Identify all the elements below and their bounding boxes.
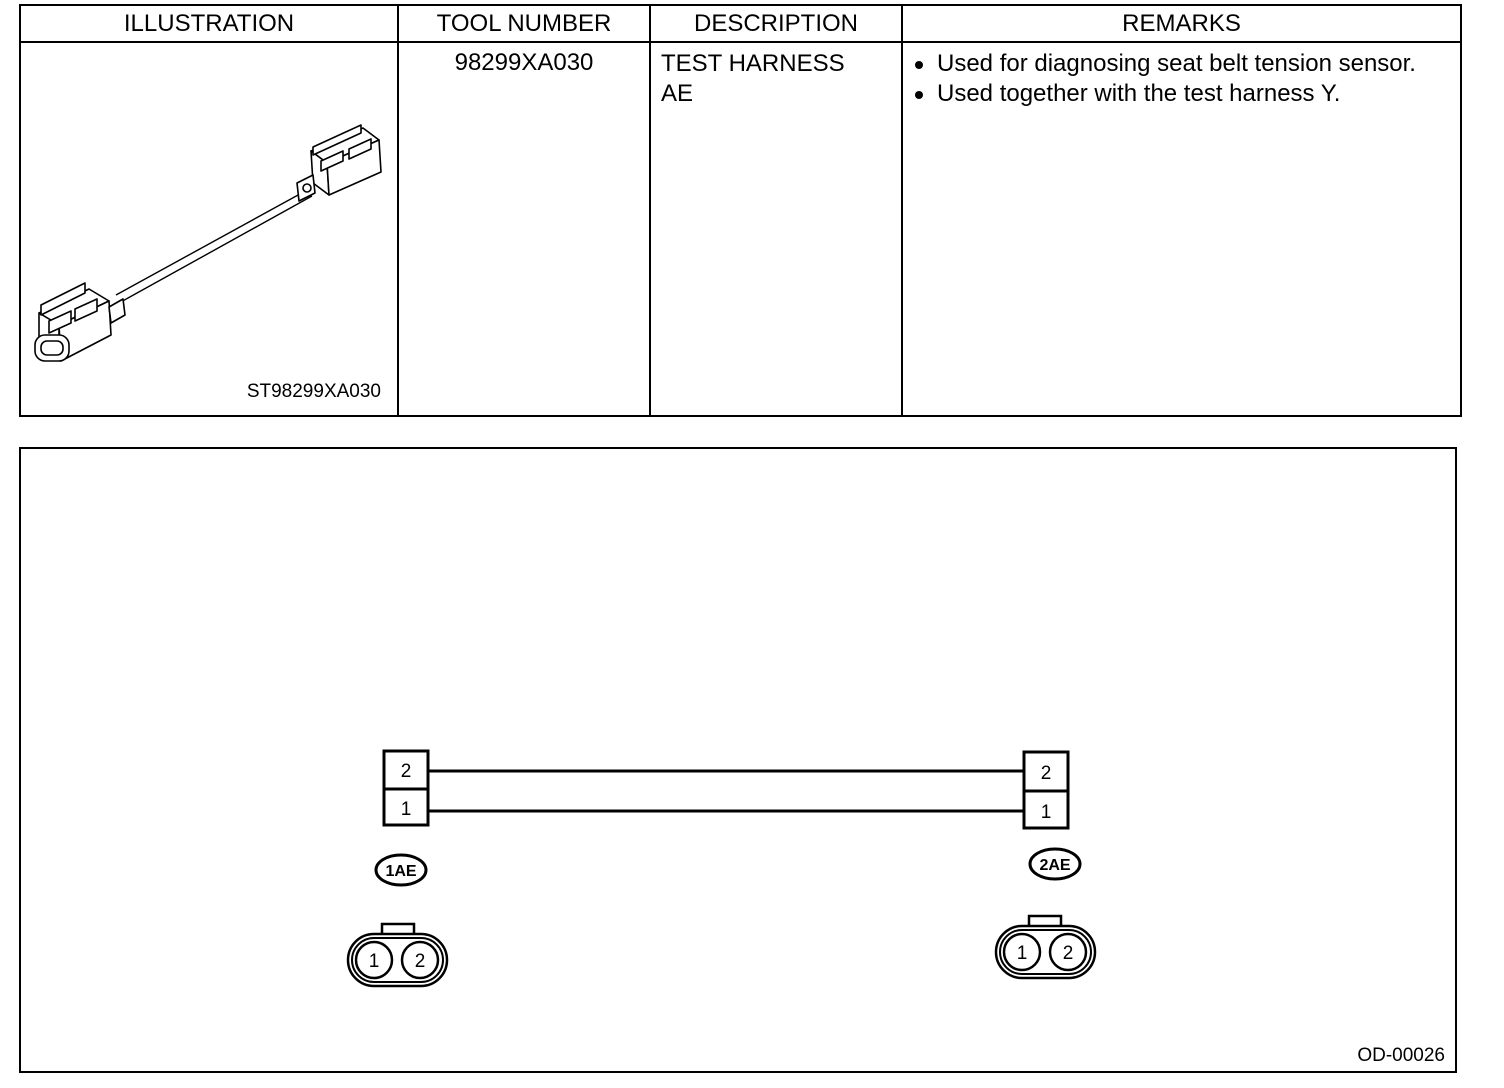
table-row: ST98299XA030 98299XA030 TEST HARNESS AE … bbox=[19, 41, 1462, 417]
description-line: TEST HARNESS bbox=[661, 50, 845, 77]
remarks-cell: Used for diagnosing seat belt tension se… bbox=[901, 41, 1462, 417]
test-harness-illustration bbox=[34, 124, 382, 362]
tool-number-cell: 98299XA030 bbox=[397, 41, 651, 417]
special-tool-table: ILLUSTRATION TOOL NUMBER DESCRIPTION REM… bbox=[19, 4, 1462, 417]
header-description: DESCRIPTION bbox=[649, 4, 903, 43]
wiring-diagram: 2 1 2 1 1AE 2AE 1 2 bbox=[19, 447, 1457, 1073]
header-illustration: ILLUSTRATION bbox=[19, 4, 399, 43]
description-cell: TEST HARNESS AE bbox=[649, 41, 903, 417]
description-line: AE bbox=[661, 80, 694, 107]
left-face-pin-1: 1 bbox=[369, 951, 380, 972]
left-pin-1: 1 bbox=[401, 799, 412, 820]
left-connector-id: 1AE bbox=[385, 863, 416, 880]
right-face-pin-2: 2 bbox=[1063, 943, 1074, 964]
left-terminal-block: 2 1 bbox=[382, 749, 430, 827]
figure-code: OD-00026 bbox=[1357, 1045, 1445, 1066]
remark-item: Used for diagnosing seat belt tension se… bbox=[911, 49, 1452, 79]
left-connector-face: 1 2 bbox=[346, 922, 449, 988]
right-connector-label: 2AE bbox=[1028, 847, 1082, 881]
illustration-code: ST98299XA030 bbox=[246, 381, 381, 402]
right-face-pin-1: 1 bbox=[1017, 943, 1028, 964]
right-connector-face: 1 2 bbox=[994, 914, 1097, 980]
header-remarks: REMARKS bbox=[901, 4, 1462, 43]
left-connector-label: 1AE bbox=[374, 853, 428, 887]
right-pin-2: 2 bbox=[1041, 763, 1052, 784]
table-header-row: ILLUSTRATION TOOL NUMBER DESCRIPTION REM… bbox=[19, 4, 1462, 43]
left-pin-2: 2 bbox=[401, 761, 412, 782]
left-face-pin-2: 2 bbox=[415, 951, 426, 972]
header-tool-number: TOOL NUMBER bbox=[397, 4, 651, 43]
illustration-cell: ST98299XA030 bbox=[19, 41, 399, 417]
right-pin-1: 1 bbox=[1041, 802, 1052, 823]
right-terminal-block: 2 1 bbox=[1022, 750, 1070, 830]
harness-schematic: 2 1 2 1 1AE 2AE 1 2 bbox=[346, 749, 1097, 988]
remarks-list: Used for diagnosing seat belt tension se… bbox=[911, 49, 1452, 109]
right-connector-id: 2AE bbox=[1039, 857, 1070, 874]
remark-item: Used together with the test harness Y. bbox=[911, 79, 1452, 109]
